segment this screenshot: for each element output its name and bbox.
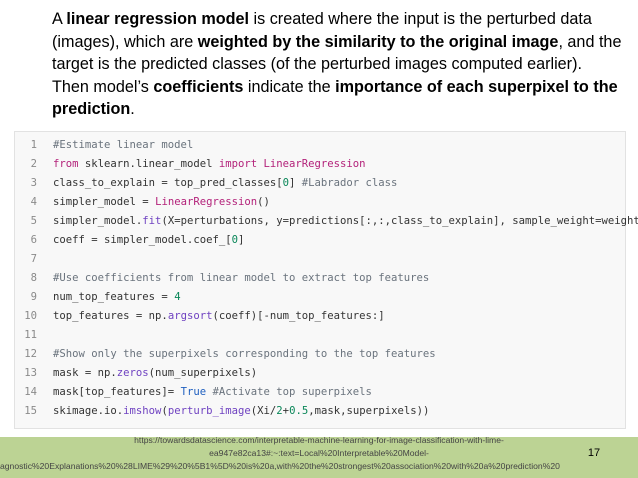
- code-line: 6 coeff = simpler_model.coef_[0]: [15, 232, 625, 249]
- code-token: True: [180, 386, 207, 398]
- code-token: mask[top_features]=: [53, 386, 181, 398]
- code-token: (: [161, 405, 168, 417]
- source-url-line1[interactable]: https://towardsdatascience.com/interpret…: [134, 435, 504, 445]
- code-token: argsort: [167, 310, 213, 322]
- intro-bold-coefficients: coefficients: [153, 77, 244, 96]
- code-line: 7: [15, 251, 625, 268]
- code-text: top_features = np.argsort(coeff)[-num_to…: [53, 308, 385, 325]
- code-token: ,mask,superpixels)): [308, 405, 430, 417]
- code-token: zeros: [116, 367, 149, 379]
- code-text: coeff = simpler_model.coef_[0]: [53, 232, 244, 249]
- code-text: #Show only the superpixels corresponding…: [53, 346, 436, 363]
- code-token: skimage.io.: [53, 405, 124, 417]
- code-text: #Use coefficients from linear model to e…: [53, 270, 429, 287]
- code-line: 12 #Show only the superpixels correspondi…: [15, 346, 625, 363]
- code-text: simpler_model.fit(X=perturbations, y=pre…: [53, 213, 638, 230]
- line-number: 15: [24, 405, 37, 417]
- intro-text: , and the target is the predicted classe…: [52, 32, 622, 96]
- code-line: 13 mask = np.zeros(num_superpixels): [15, 365, 625, 382]
- intro-text: A: [52, 10, 67, 28]
- code-token: +: [282, 405, 290, 417]
- code-token: 0: [231, 234, 238, 246]
- code-token: ]: [289, 177, 302, 189]
- code-text: simpler_model = LinearRegression(): [53, 194, 270, 211]
- code-token: fit: [142, 215, 162, 227]
- code-token: ]: [237, 234, 245, 246]
- code-token: 0: [282, 177, 289, 189]
- code-token: #Show only the superpixels corresponding…: [53, 348, 436, 360]
- code-line: 1 #Estimate linear model: [15, 137, 625, 154]
- code-block: 1 #Estimate linear model 2 from sklearn.lin…: [14, 131, 638, 429]
- code-text: num_top_features = 4: [53, 289, 181, 306]
- code-line: 2 from sklearn.linear_model import Linear…: [15, 156, 625, 173]
- line-number: 4: [30, 196, 37, 208]
- code-token: top_features = np.: [53, 310, 168, 322]
- code-token: (coeff)[-num_top_features:]: [212, 310, 385, 322]
- code-token: (): [257, 196, 270, 208]
- code-token: from: [53, 158, 79, 170]
- code-token: #Estimate linear model: [53, 139, 194, 151]
- intro-paragraph: A linear regression model is created whe…: [52, 8, 622, 121]
- code-token: simpler_model =: [53, 196, 156, 208]
- code-line: 15 skimage.io.imshow(perturb_image(Xi/2+0…: [15, 403, 625, 420]
- code-text: skimage.io.imshow(perturb_image(Xi/2+0.5…: [53, 403, 429, 420]
- line-number: 6: [30, 234, 37, 246]
- code-token: import: [218, 158, 258, 170]
- line-number: 1: [30, 139, 37, 151]
- code-line: 10 top_features = np.argsort(coeff)[-num_…: [15, 308, 625, 325]
- intro-bold-importance: importance of each superpixel to the pre…: [52, 77, 618, 119]
- line-number: 12: [24, 348, 37, 360]
- code-line: 5 simpler_model.fit(X=perturbations, y=pr…: [15, 213, 638, 230]
- code-line: 4 simpler_model = LinearRegression(): [15, 194, 625, 211]
- code-line: 9 num_top_features = 4: [15, 289, 625, 306]
- code-text: class_to_explain = top_pred_classes[0] #…: [53, 175, 397, 192]
- code-token: num_top_features =: [53, 291, 175, 303]
- code-text: #Estimate linear model: [53, 137, 193, 154]
- code-line: 14 mask[top_features]= True #Activate top…: [15, 384, 625, 401]
- code-token: #Activate top superpixels: [212, 386, 372, 398]
- code-token: (Xi/: [250, 405, 277, 417]
- code-text: mask = np.zeros(num_superpixels): [53, 365, 257, 382]
- code-token: simpler_model.: [53, 215, 143, 227]
- line-number: 3: [30, 177, 37, 189]
- code-token: LinearRegression: [155, 196, 258, 208]
- code-token: coeff = simpler_model.coef_[: [53, 234, 232, 246]
- line-number: 11: [24, 329, 37, 341]
- intro-text: is created where the input is the pertur…: [52, 10, 592, 51]
- code-token: class_to_explain = top_pred_classes[: [53, 177, 283, 189]
- line-number: 8: [30, 272, 37, 284]
- code-token: #Labrador class: [301, 177, 398, 189]
- code-token: LinearRegression: [263, 158, 366, 170]
- code-token: #Use coefficients from linear model to e…: [53, 272, 430, 284]
- line-number: 9: [30, 291, 37, 303]
- line-number: 5: [30, 215, 37, 227]
- code-token: imshow: [123, 405, 162, 417]
- source-url[interactable]: https://towardsdatascience.com/interpret…: [0, 434, 638, 473]
- line-number: 2: [30, 158, 37, 170]
- code-token: sklearn.linear_model: [78, 158, 219, 170]
- page-number: 17: [587, 447, 601, 459]
- code-token: 2: [276, 405, 283, 417]
- line-number: 10: [24, 310, 37, 322]
- code-line: 11: [15, 327, 625, 344]
- intro-text: .: [130, 100, 135, 118]
- code-text: mask[top_features]= True #Activate top s…: [53, 384, 372, 401]
- code-line: 8 #Use coefficients from linear model to …: [15, 270, 625, 287]
- intro-bold-weighted: weighted by the similarity to the origin…: [197, 32, 559, 51]
- code-text: from sklearn.linear_model import LinearR…: [53, 156, 366, 173]
- code-line: 3 class_to_explain = top_pred_classes[0] …: [15, 175, 625, 192]
- line-number: 14: [24, 386, 37, 398]
- code-token: 0.5: [289, 405, 309, 417]
- code-token: 4: [174, 291, 181, 303]
- source-url-line3[interactable]: agnostic%20Explanations%20%28LIME%29%20%…: [0, 461, 560, 471]
- code-token: perturb_image: [167, 405, 251, 417]
- intro-text: indicate the: [243, 77, 336, 96]
- intro-bold-linear-regression: linear regression model: [66, 10, 250, 28]
- code-token: (X=perturbations, y=predictions[:,:,clas…: [161, 215, 638, 227]
- source-url-line2[interactable]: ea947e82ca13#:~:text=Local%20Interpretab…: [209, 448, 429, 458]
- line-number: 13: [24, 367, 37, 379]
- code-token: mask = np.: [53, 367, 117, 379]
- line-number: 7: [30, 253, 37, 265]
- code-token: (num_superpixels): [148, 367, 258, 379]
